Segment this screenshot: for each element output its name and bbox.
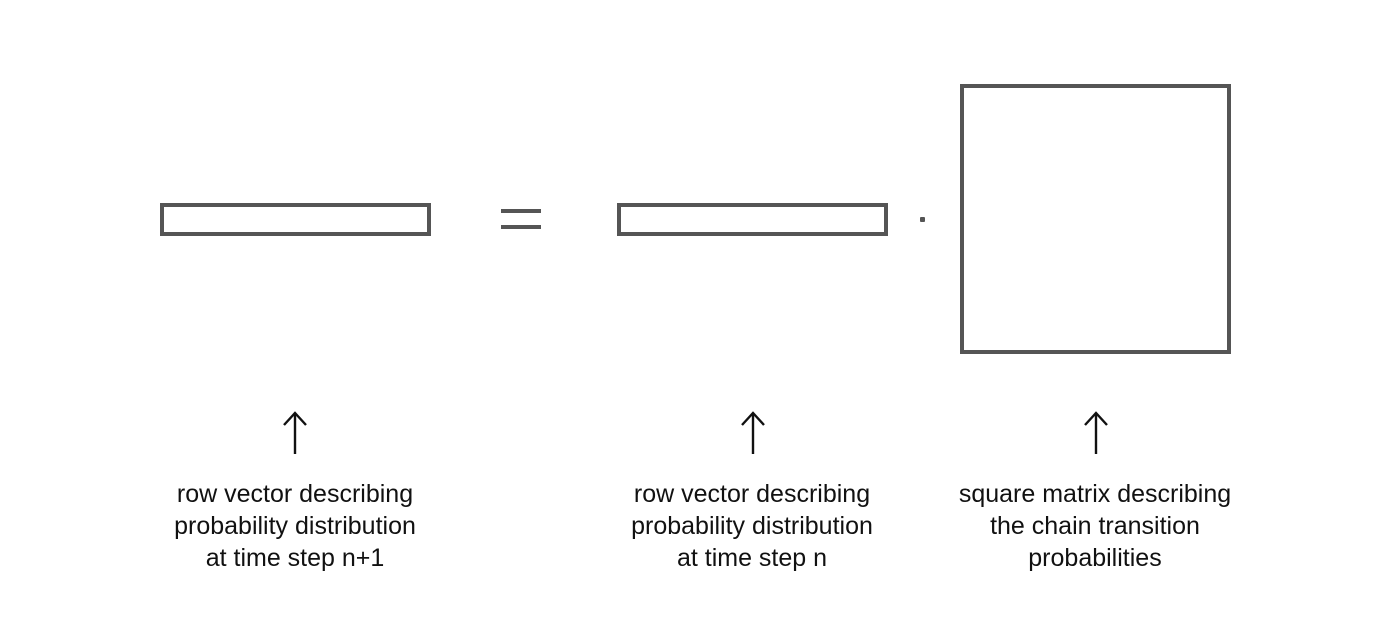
caption-line: row vector describing — [176, 480, 414, 508]
caption-line: the chain transition — [990, 512, 1200, 540]
equals-sign — [501, 207, 541, 231]
equals-sign-bottom-bar — [501, 225, 541, 229]
caption-current-vector: row vector describing probability distri… — [582, 478, 922, 574]
caption-line: at time step n+1 — [205, 544, 385, 572]
multiplication-dot — [920, 217, 925, 222]
up-arrow-icon-next-vector — [280, 411, 310, 455]
caption-line: probability distribution — [631, 512, 873, 540]
caption-next-vector: row vector describing probability distri… — [125, 478, 465, 574]
up-arrow-icon-current-vector — [738, 411, 768, 455]
caption-line: at time step n — [676, 544, 828, 572]
caption-line: probabilities — [1028, 544, 1162, 572]
caption-line: probability distribution — [174, 512, 416, 540]
equals-sign-top-bar — [501, 209, 541, 213]
transition-matrix-square — [960, 84, 1231, 354]
row-vector-next-step — [160, 203, 431, 236]
caption-line: row vector describing — [633, 480, 871, 508]
up-arrow-icon-transition-matrix — [1081, 411, 1111, 455]
row-vector-current-step — [617, 203, 888, 236]
caption-transition-matrix: square matrix describing the chain trans… — [925, 478, 1265, 574]
caption-line: square matrix describing — [958, 480, 1232, 508]
